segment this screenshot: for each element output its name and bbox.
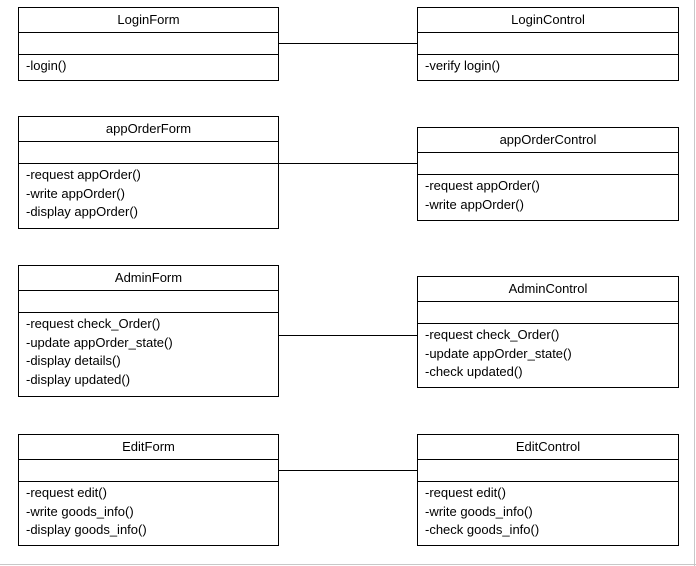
operation: -login() [26,58,67,73]
association-line-login[interactable] [279,43,417,44]
association-line-edit[interactable] [279,470,417,471]
operation: -check updated() [425,364,523,380]
association-line-admin[interactable] [279,335,417,336]
operation: -write goods_info() [26,503,134,519]
class-app-order-control[interactable]: appOrderControl -request appOrder() -wri… [417,127,679,221]
attributes-compartment [418,153,678,175]
association-line-app-order[interactable] [279,163,417,164]
operation: -check goods_info() [425,522,540,538]
operation: -display details() [26,353,121,369]
operations-compartment: -verify login() [418,55,678,76]
operation: -verify login() [425,58,501,73]
attributes-compartment [19,291,278,313]
operations-compartment: -request edit() -write goods_info() -che… [418,482,678,540]
operation: -display goods_info() [26,522,147,538]
class-edit-form[interactable]: EditForm -request edit() -write goods_in… [18,434,279,546]
operation: -write appOrder() [26,185,125,201]
attributes-compartment [19,142,278,164]
attributes-compartment [418,33,678,55]
class-name: AdminForm [19,266,278,291]
operation: -update appOrder_state() [26,334,173,350]
operation: -request appOrder() [425,178,540,193]
attributes-compartment [19,460,278,482]
attributes-compartment [418,460,678,482]
operation: -request edit() [425,485,506,500]
operations-compartment: -request appOrder() -write appOrder() [418,175,678,214]
operations-compartment: -request check_Order() -update appOrder_… [19,313,278,389]
operation: -request appOrder() [26,167,141,182]
window-edge-bottom [0,564,696,565]
window-edge-right [694,0,695,566]
class-name: LoginForm [19,8,278,33]
class-name: EditForm [19,435,278,460]
operation: -display updated() [26,371,131,387]
operation: -request edit() [26,485,107,500]
class-name: EditControl [418,435,678,460]
class-login-control[interactable]: LoginControl -verify login() [417,7,679,81]
class-admin-form[interactable]: AdminForm -request check_Order() -update… [18,265,279,397]
operation: -display appOrder() [26,204,138,220]
class-edit-control[interactable]: EditControl -request edit() -write goods… [417,434,679,546]
operation: -request check_Order() [425,327,560,342]
attributes-compartment [19,33,278,55]
operation: -write appOrder() [425,196,524,212]
class-name: appOrderForm [19,117,278,142]
class-app-order-form[interactable]: appOrderForm -request appOrder() -write … [18,116,279,229]
operation: -request check_Order() [26,316,161,331]
operation: -write goods_info() [425,503,533,519]
class-login-form[interactable]: LoginForm -login() [18,7,279,81]
operation: -update appOrder_state() [425,345,572,361]
operations-compartment: -request check_Order() -update appOrder_… [418,324,678,382]
operations-compartment: -login() [19,55,278,76]
operations-compartment: -request edit() -write goods_info() -dis… [19,482,278,540]
operations-compartment: -request appOrder() -write appOrder() -d… [19,164,278,222]
class-name: LoginControl [418,8,678,33]
attributes-compartment [418,302,678,324]
class-name: appOrderControl [418,128,678,153]
class-admin-control[interactable]: AdminControl -request check_Order() -upd… [417,276,679,388]
class-name: AdminControl [418,277,678,302]
